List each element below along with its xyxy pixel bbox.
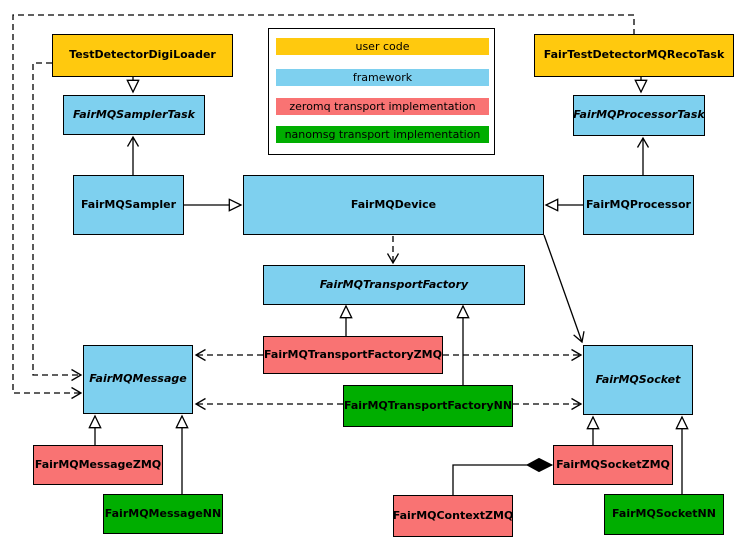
class-label-testdetectordigiloader: TestDetectorDigiLoader	[69, 48, 216, 62]
legend-label-zeromq: zeromq transport implementation	[289, 100, 476, 113]
class-box-fairmqmessagenn: FairMQMessageNN	[103, 494, 223, 534]
class-label-fairmqprocessor: FairMQProcessor	[586, 197, 691, 211]
class-label-fairmqtransportfactory: FairMQTransportFactory	[319, 277, 469, 291]
class-box-fairmqmessagezmq: FairMQMessageZMQ	[33, 445, 163, 485]
class-box-fairtestdetectormqrecotask: FairTestDetectorMQRecoTask	[534, 34, 734, 77]
class-label-fairmqprocessortask: FairMQProcessorTask	[573, 108, 705, 122]
class-box-testdetectordigiloader: TestDetectorDigiLoader	[52, 34, 233, 77]
legend-item-nanomsg: nanomsg transport implementation	[276, 126, 489, 143]
class-label-fairmqtransportfactoryzmq: FairMQTransportFactoryZMQ	[264, 347, 442, 361]
class-label-fairmqcontextzmq: FairMQContextZMQ	[392, 508, 514, 522]
class-label-fairmqtransportfactorynn: FairMQTransportFactoryNN	[343, 398, 513, 412]
class-label-fairmqsampler: FairMQSampler	[80, 197, 177, 211]
class-box-fairmqprocessortask: FairMQProcessorTask	[573, 95, 705, 136]
legend-label-framework: framework	[352, 71, 413, 84]
class-box-fairmqsampler: FairMQSampler	[73, 175, 184, 235]
class-label-fairmqdevice: FairMQDevice	[350, 197, 437, 211]
legend-label-nanomsg: nanomsg transport implementation	[284, 128, 481, 141]
class-box-fairmqdevice: FairMQDevice	[243, 175, 544, 235]
class-box-fairmqcontextzmq: FairMQContextZMQ	[393, 495, 513, 537]
class-box-fairmqsocketzmq: FairMQSocketZMQ	[553, 445, 673, 485]
class-label-fairmqsamplertask: FairMQSamplerTask	[73, 107, 195, 121]
class-label-fairtestdetectormqrecotask: FairTestDetectorMQRecoTask	[543, 48, 725, 62]
legend-item-framework: framework	[276, 69, 489, 86]
class-box-fairmqtransportfactory: FairMQTransportFactory	[263, 265, 525, 305]
class-label-fairmqmessagenn: FairMQMessageNN	[104, 506, 222, 520]
class-box-fairmqmessage: FairMQMessage	[83, 345, 193, 414]
class-label-fairmqsocketnn: FairMQSocketNN	[612, 507, 716, 521]
class-box-fairmqsocketnn: FairMQSocketNN	[604, 494, 724, 535]
class-box-fairmqtransportfactorynn: FairMQTransportFactoryNN	[343, 385, 513, 427]
class-box-fairmqtransportfactoryzmq: FairMQTransportFactoryZMQ	[263, 336, 443, 374]
class-label-fairmqsocketzmq: FairMQSocketZMQ	[556, 457, 670, 471]
class-label-fairmqsocket: FairMQSocket	[595, 372, 681, 386]
class-box-fairmqsocket: FairMQSocket	[583, 345, 693, 415]
class-label-fairmqmessagezmq: FairMQMessageZMQ	[34, 457, 162, 471]
legend-item-user-code: user code	[276, 38, 489, 55]
legend-box: user code framework zeromq transport imp…	[268, 28, 495, 155]
class-label-fairmqmessage: FairMQMessage	[89, 372, 187, 386]
legend-label-user-code: user code	[355, 40, 410, 53]
class-box-fairmqprocessor: FairMQProcessor	[583, 175, 694, 235]
legend-item-zeromq: zeromq transport implementation	[276, 98, 489, 115]
class-box-fairmqsamplertask: FairMQSamplerTask	[63, 95, 205, 135]
